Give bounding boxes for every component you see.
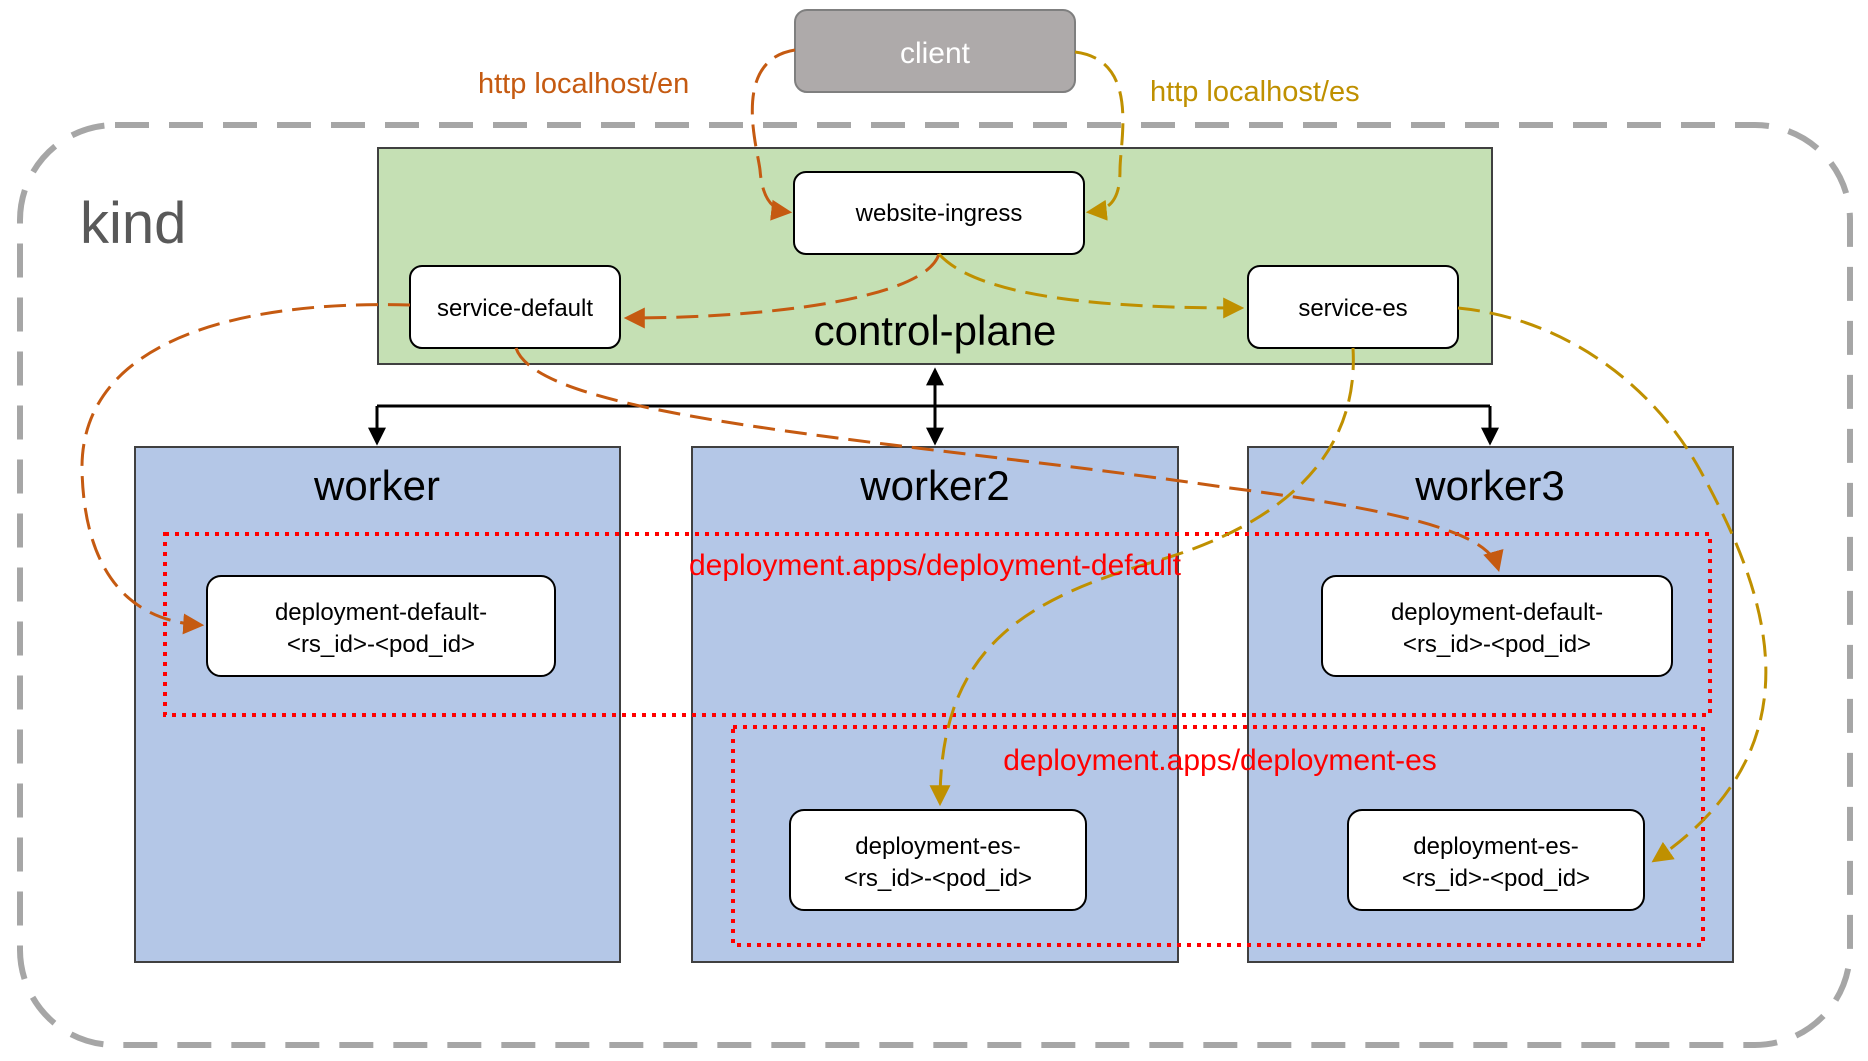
- pod-default-worker-line1: deployment-default-: [275, 599, 487, 626]
- route-ingress-to-service-default: [623, 253, 941, 329]
- pod-default-worker3[interactable]: [1321, 575, 1673, 677]
- pod-es-worker3[interactable]: [1347, 809, 1645, 911]
- route-service-default-to-pod-worker: [80, 303, 411, 635]
- worker2-label: worker2: [859, 462, 1009, 509]
- kind-cluster-label: kind: [80, 191, 186, 256]
- pod-default-worker-line2: <rs_id>-<pod_id>: [287, 631, 475, 658]
- pod-es-worker2[interactable]: [789, 809, 1087, 911]
- worker-label: worker: [313, 462, 440, 509]
- pod-default-worker3-line1: deployment-default-: [1391, 599, 1603, 626]
- http-es-label: http localhost/es: [1150, 76, 1360, 108]
- pod-es-worker2-line1: deployment-es-: [855, 833, 1020, 860]
- service-default-label: service-default: [437, 295, 593, 322]
- client-label: client: [900, 37, 971, 70]
- worker-node[interactable]: [134, 446, 621, 963]
- deployment-default-label: deployment.apps/deployment-default: [689, 549, 1182, 582]
- route-service-es-to-pod-worker2: [929, 347, 1355, 807]
- pod-es-worker2-line2: <rs_id>-<pod_id>: [844, 865, 1032, 892]
- route-service-es-to-pod-worker3: [1457, 306, 1768, 863]
- service-es-label: service-es: [1298, 295, 1407, 322]
- route-client-to-ingress-es: [1074, 50, 1125, 221]
- control-plane-worker-connectors: [368, 367, 1499, 446]
- route-ingress-to-service-es: [937, 253, 1245, 319]
- control-plane-label: control-plane: [814, 307, 1057, 354]
- service-default-box[interactable]: [409, 265, 621, 349]
- http-en-label: http localhost/en: [478, 68, 689, 100]
- route-service-default-to-pod-worker3: [514, 347, 1504, 573]
- deployment-es-group: [731, 725, 1705, 947]
- deployment-default-group: [163, 532, 1712, 717]
- pod-default-worker[interactable]: [206, 575, 556, 677]
- kind-cluster-boundary: [17, 122, 1853, 1048]
- deployment-es-label: deployment.apps/deployment-es: [1003, 744, 1437, 777]
- pod-default-worker3-line2: <rs_id>-<pod_id>: [1403, 631, 1591, 658]
- pod-es-worker3-line1: deployment-es-: [1413, 833, 1578, 860]
- route-client-to-ingress-en: [750, 48, 796, 221]
- worker3-label: worker3: [1414, 462, 1564, 509]
- pod-es-worker3-line2: <rs_id>-<pod_id>: [1402, 865, 1590, 892]
- website-ingress-label: website-ingress: [855, 200, 1023, 227]
